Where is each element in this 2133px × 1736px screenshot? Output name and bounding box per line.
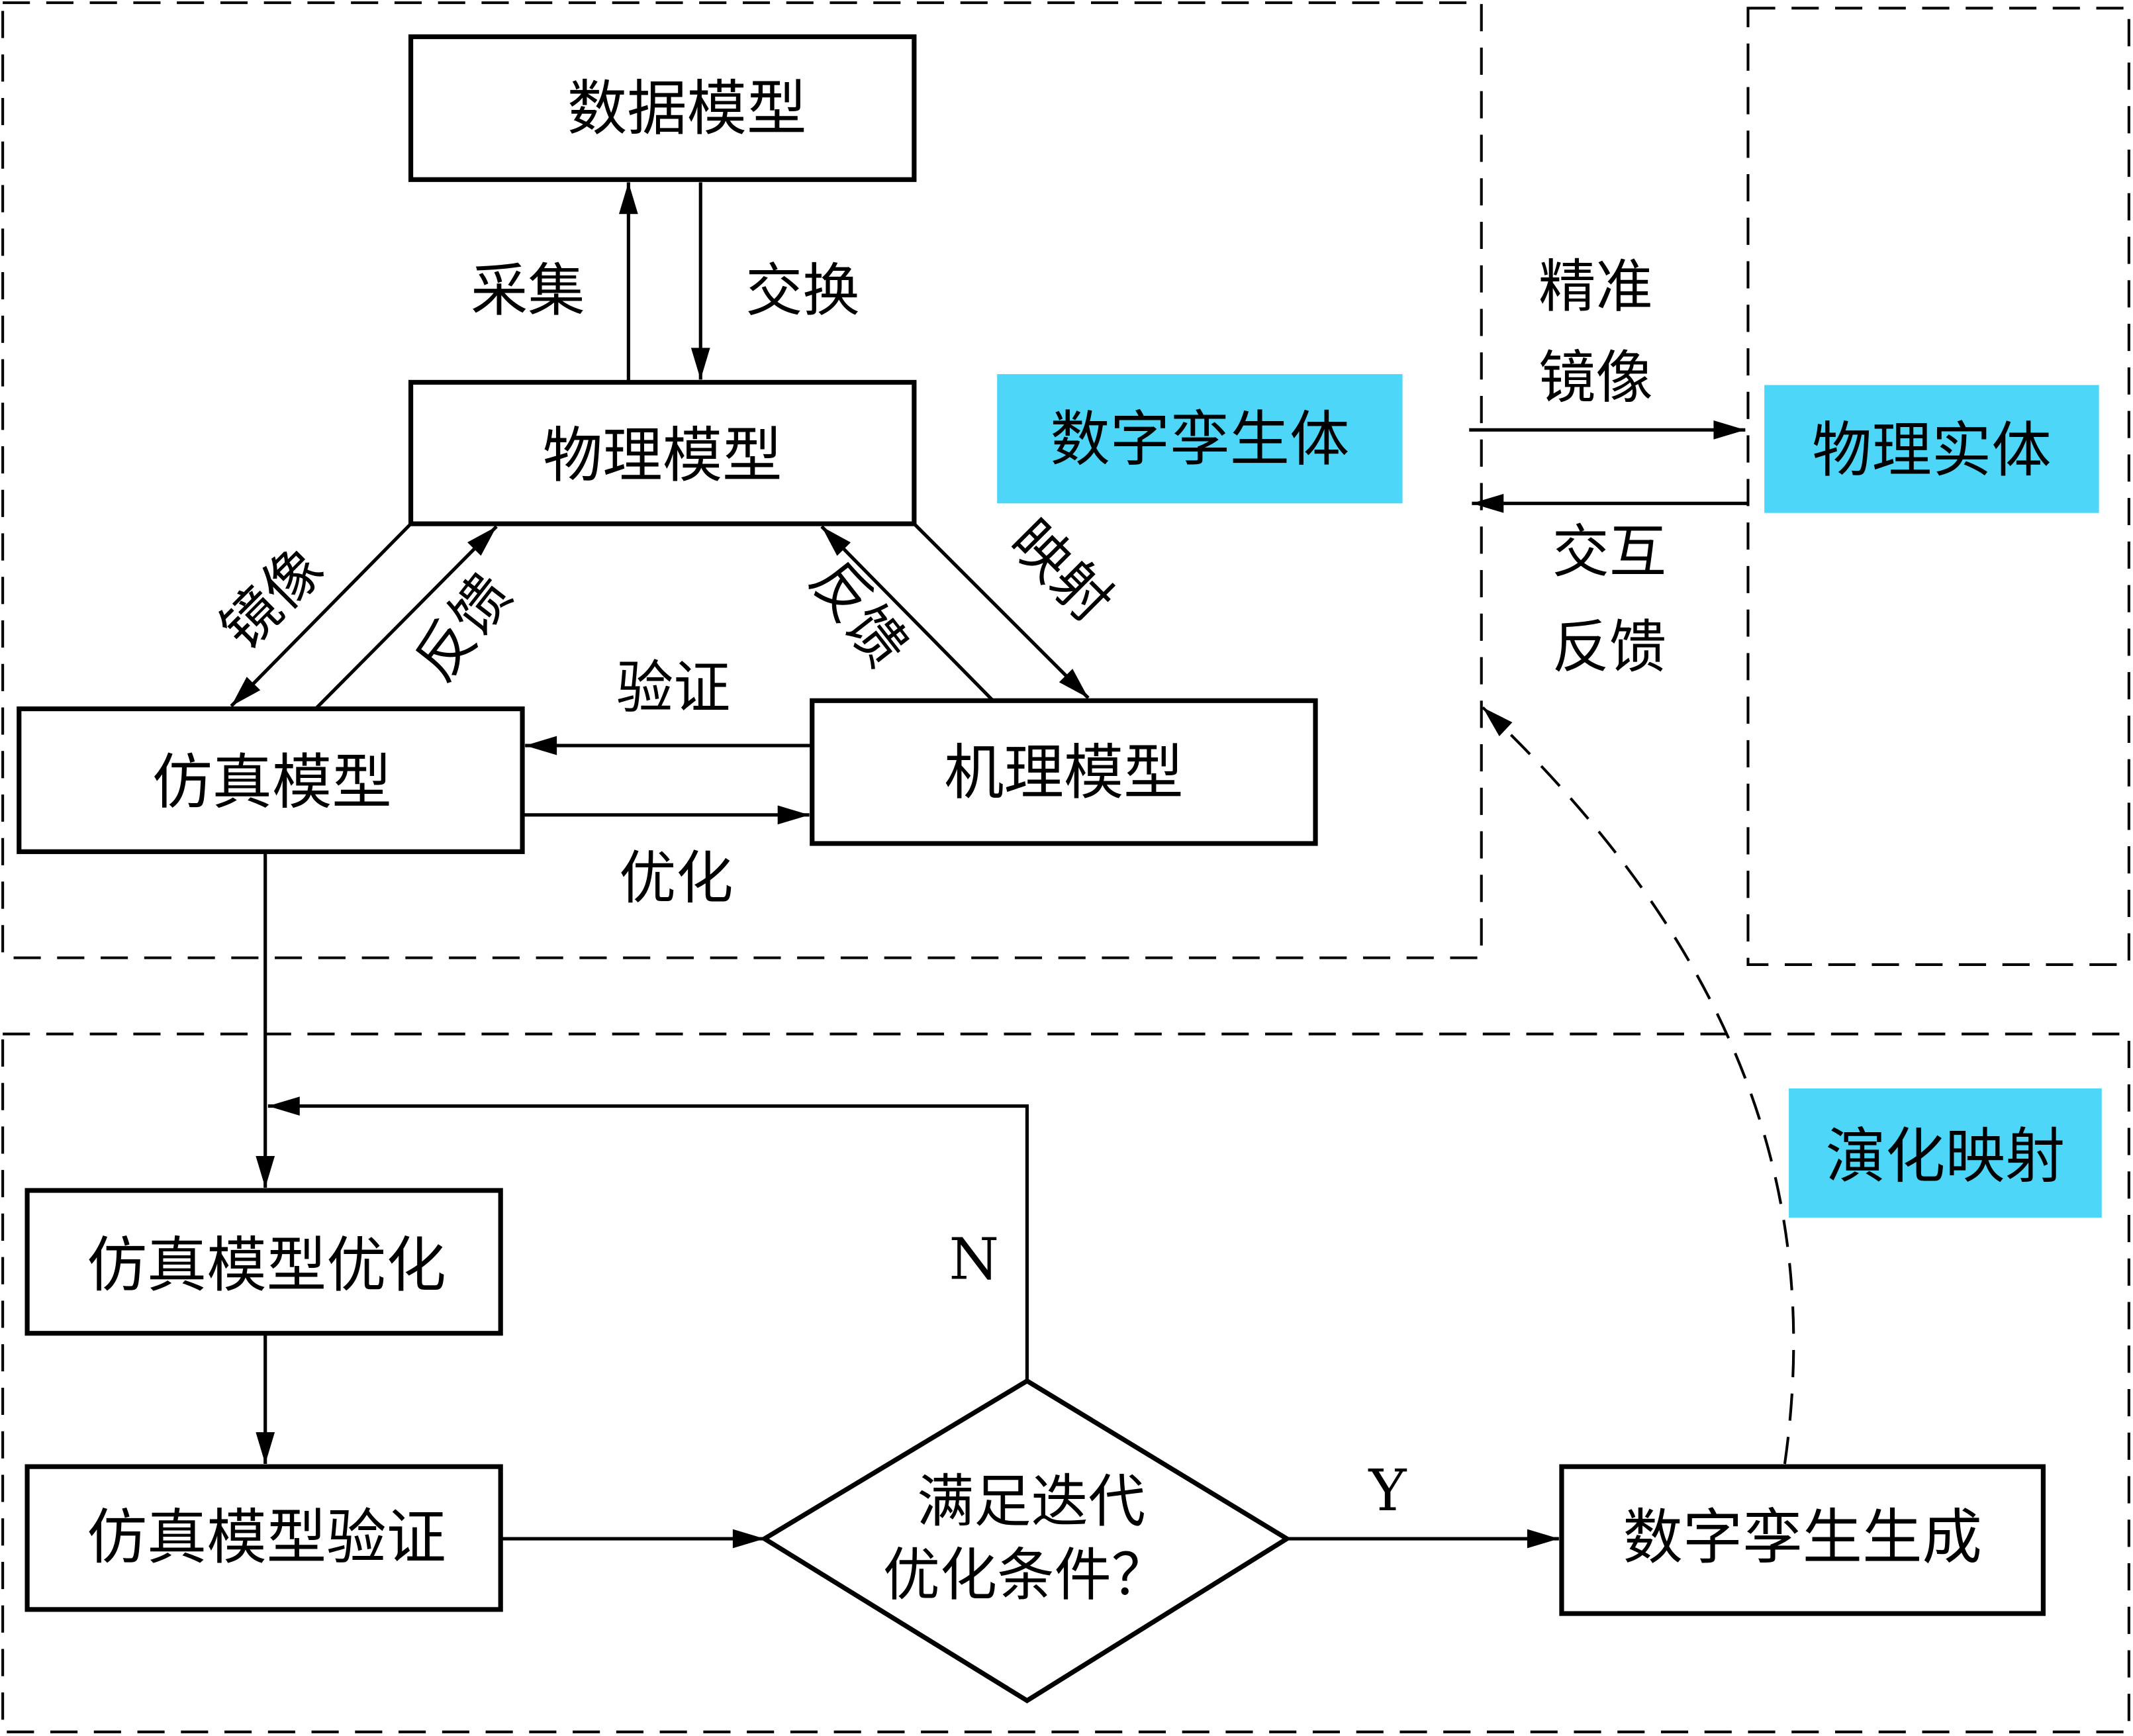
feedback-left-arrow: [314, 525, 498, 710]
data-model-box: [408, 34, 917, 182]
mapping-label: 映射: [997, 508, 1125, 636]
decision-line-2: 优化条件？: [883, 1542, 1168, 1608]
twin-generate-box: [1559, 1464, 2046, 1616]
interact-label-2: 反馈: [1552, 614, 1667, 681]
yes-label: Y: [1368, 1458, 1407, 1524]
digital-twin-label: 数字孪生体: [1050, 405, 1349, 475]
collect-label: 采集: [471, 258, 585, 324]
optimize-label: 优化: [619, 845, 734, 912]
exchange-label: 交换: [745, 258, 860, 324]
verify-label: 验证: [616, 655, 731, 722]
mechanism-model-label: 机理模型: [944, 738, 1184, 808]
sim-verify-label: 仿真模型验证: [87, 1503, 446, 1572]
mirror-label: 镜像: [209, 535, 336, 663]
loop-back-arrow: [267, 1096, 1029, 1381]
feedback-right-label: 反馈: [797, 549, 920, 680]
data-model-label: 数据模型: [567, 74, 807, 144]
no-label: N: [949, 1227, 1000, 1293]
feedback-left-label: 反馈: [403, 562, 525, 693]
evolution-mapping-label: 演化映射: [1826, 1122, 2065, 1191]
mechanism-model-box: [810, 698, 1318, 846]
interact-label-1: 交互: [1552, 519, 1667, 585]
decision-diamond: [759, 1378, 1292, 1704]
mirror-arrow: [230, 522, 412, 708]
physical-entity-badge: [1764, 385, 2099, 513]
twin-generate-label: 数字孪生生成: [1623, 1503, 1981, 1572]
evolution-mapping-badge: [1789, 1088, 2102, 1218]
physical-entity-label: 物理实体: [1812, 416, 2052, 485]
feedback-right-arrow: [820, 525, 994, 702]
precise-label-2: 镜像: [1539, 345, 1653, 411]
decision-line-1: 满足迭代: [917, 1469, 1145, 1535]
physical-model-box: [408, 379, 917, 526]
sim-optimize-box: [24, 1188, 503, 1336]
evolution-region: [1, 1032, 2130, 1733]
simulation-model-label: 仿真模型: [152, 747, 392, 817]
precise-label-1: 精准: [1539, 254, 1653, 320]
mapping-arrow: [913, 522, 1090, 699]
evolution-mapping-curve: [1482, 706, 1795, 1465]
digital-twin-badge: [997, 374, 1403, 504]
sim-optimize-label: 仿真模型优化: [87, 1231, 446, 1300]
physical-model-label: 物理模型: [543, 421, 782, 491]
physical-entity-region: [1746, 7, 2130, 966]
sim-verify-box: [24, 1464, 503, 1612]
simulation-model-box: [17, 706, 525, 854]
